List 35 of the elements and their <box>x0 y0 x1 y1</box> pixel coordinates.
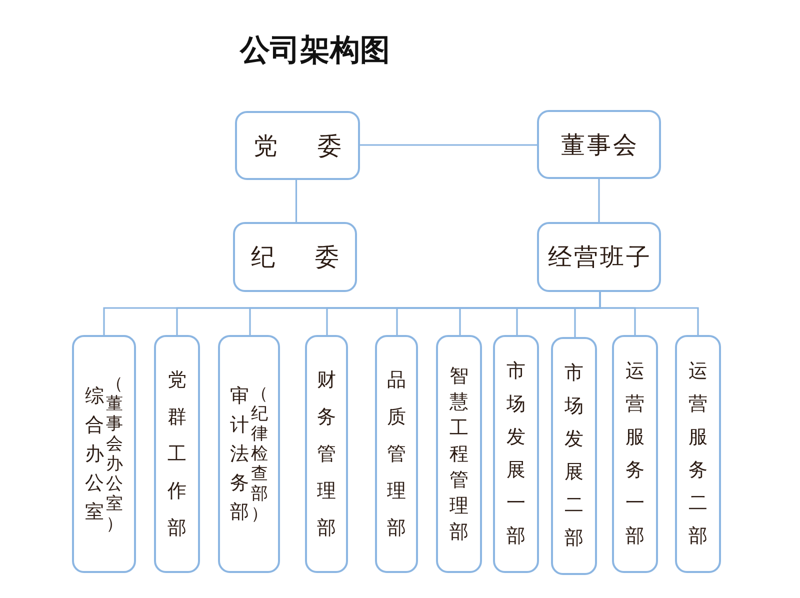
department-box <box>612 335 658 573</box>
department-box <box>154 335 200 573</box>
org-box <box>537 110 661 179</box>
department-box <box>493 335 539 573</box>
department-box <box>436 335 482 573</box>
connector-line <box>360 144 537 146</box>
box-label: 市场发展一部 <box>506 359 526 549</box>
box-label: 品质管理部 <box>387 368 406 540</box>
box-label: 市场发展二部 <box>564 361 584 551</box>
box-label: 综合办公室 <box>85 384 104 524</box>
box-note: （纪律检查部） <box>251 384 268 524</box>
box-label: 运营服务二部 <box>688 359 708 549</box>
department-box <box>218 335 280 573</box>
connector-line <box>295 180 298 222</box>
department-box <box>551 337 597 575</box>
department-box <box>305 335 348 573</box>
box-label: 财务管理部 <box>317 368 336 540</box>
box-label: 审计法务部 <box>230 384 249 524</box>
box-label: 智慧工程管理部 <box>450 364 468 545</box>
department-box <box>675 335 721 573</box>
connector-line <box>599 292 699 335</box>
org-box <box>233 222 357 292</box>
box-label: 纪委 <box>251 242 379 273</box>
box-label: 董事会 <box>561 130 639 160</box>
org-box <box>537 222 661 292</box>
department-box <box>72 335 136 573</box>
box-label: 党群工作部 <box>168 368 186 540</box>
org-box <box>235 111 360 180</box>
box-note: （董事会办公室） <box>106 374 123 534</box>
box-label: 党委 <box>254 130 382 162</box>
department-box <box>375 335 418 573</box>
connector-line <box>598 179 600 222</box>
box-label: 经营班子 <box>548 242 652 273</box>
chart-title: 公司架构图 <box>240 32 390 70</box>
box-label: 运营服务一部 <box>626 359 644 549</box>
